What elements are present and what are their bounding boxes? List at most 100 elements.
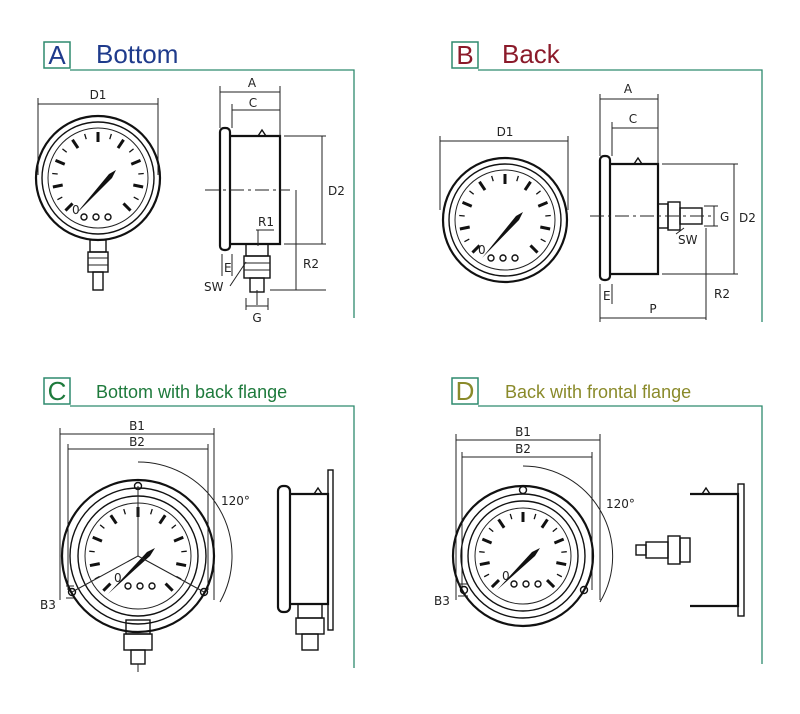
panel-c-letter: C: [48, 376, 67, 406]
dim-a-label-b: A: [624, 82, 633, 96]
dial-tick: [173, 535, 184, 543]
dial-tick: [128, 148, 134, 153]
dim-d2-label-b: D2: [739, 211, 756, 225]
dial-tick: [556, 561, 567, 567]
dim-r1-label: R1: [258, 215, 274, 229]
dial-tick: [99, 524, 105, 529]
dim-c-label-b: C: [629, 112, 637, 126]
dial-tick: [497, 518, 506, 529]
dial-tick: [478, 180, 487, 191]
gauge-d-zero-label: 0: [502, 569, 510, 583]
dial-tick: [459, 225, 470, 231]
dim-b3-label-d: B3: [434, 594, 450, 608]
dial-tick: [540, 518, 549, 529]
dim-c-label: C: [249, 96, 257, 110]
dial-tick: [89, 562, 101, 568]
gauge-b-side: A C D2 G SW R2 E P: [590, 82, 756, 322]
angle-label-d: 120°: [606, 497, 635, 511]
dial-tick: [92, 535, 103, 543]
dial-tick: [533, 513, 537, 520]
dial-tick: [54, 159, 66, 166]
dial-tick: [133, 196, 139, 201]
panel-b: B Back D1 0: [439, 39, 763, 322]
panel-b-letter-box: [451, 41, 479, 69]
panel-a-title: Bottom: [96, 39, 178, 69]
panel-d: D Back with frontal flange B1 B2 0 120°: [434, 376, 763, 664]
dial-tick: [64, 202, 74, 212]
gauge-d-side: [635, 483, 745, 617]
panel-a-frame: [70, 69, 355, 318]
dim-g-label-b: G: [720, 210, 729, 224]
dial-tick: [523, 180, 532, 191]
panel-a-letter: A: [48, 40, 66, 70]
gauge-d-front: 0 120° B3: [434, 465, 635, 628]
dial-tick: [479, 551, 485, 553]
gauge-c-front: 0 120° B3: [40, 461, 250, 672]
dial-tick: [464, 238, 470, 243]
dim-r2-label-b: R2: [714, 287, 730, 301]
dial-tick: [479, 561, 490, 567]
dial-tick: [556, 573, 563, 578]
dim-sw-label-b: SW: [678, 233, 698, 247]
dial-tick: [545, 578, 556, 589]
dial-tick: [109, 514, 118, 525]
dial-tick: [89, 550, 95, 553]
dial-tick: [181, 550, 187, 553]
dim-b2-label-c: B2: [129, 435, 145, 449]
panel-d-letter: D: [456, 376, 475, 406]
dial-tick: [488, 527, 494, 533]
dial-tick: [52, 183, 63, 189]
dial-tick: [133, 183, 144, 189]
dial-tick: [540, 225, 551, 231]
dial-tick: [158, 514, 167, 525]
dial-tick: [540, 238, 546, 243]
dim-e-label-a: E: [224, 261, 232, 275]
gauge-c-side: [276, 469, 334, 651]
dial-tick: [471, 244, 481, 254]
dial-tick: [516, 175, 519, 182]
d1-label-b: D1: [497, 125, 514, 139]
dial-tick: [535, 190, 541, 195]
panel-d-frame: [478, 405, 763, 664]
gauge-c-zero-label: 0: [114, 571, 122, 585]
dial-tick: [164, 582, 174, 592]
dial-tick: [490, 578, 501, 589]
dial-tick: [552, 527, 558, 533]
panel-a-letter-box: [43, 41, 71, 69]
dim-e-label-b: E: [603, 289, 611, 303]
dial-tick: [52, 172, 58, 175]
panel-c: C Bottom with back flange B1 B2 0: [40, 376, 355, 672]
dim-d2-label-a: D2: [328, 184, 345, 198]
dial-tick: [57, 196, 63, 201]
panel-b-title: Back: [502, 39, 561, 69]
panel-d-letter-box: [451, 377, 479, 405]
dial-tick: [509, 513, 513, 520]
dial-tick: [469, 190, 475, 195]
dial-tick: [122, 202, 132, 212]
gauge-a-side: A C D2 R1 R2 E SW G: [204, 76, 345, 325]
dim-b1-label-c: B1: [129, 419, 145, 433]
dim-b1-label-d: B1: [515, 425, 531, 439]
panel-c-letter-box: [43, 377, 71, 405]
dial-tick: [171, 524, 177, 529]
dim-a-label: A: [248, 76, 257, 90]
gauge-a-zero-label: 0: [72, 203, 80, 217]
panel-c-title: Bottom with back flange: [96, 382, 287, 402]
dim-g-label-a: G: [252, 311, 261, 325]
dial-tick: [491, 175, 494, 182]
dial-tick: [123, 508, 126, 515]
dial-tick: [109, 133, 112, 140]
dial-tick: [545, 214, 551, 217]
gauge-b-zero-label: 0: [478, 243, 486, 257]
gauge-a-front: 0: [34, 114, 162, 291]
panel-d-title: Back with frontal flange: [505, 382, 691, 402]
panel-b-frame: [478, 69, 763, 322]
dial-tick: [459, 214, 465, 217]
panel-a: A Bottom D1 0: [34, 39, 355, 325]
dial-tick: [71, 138, 80, 149]
dial-tick: [62, 148, 68, 153]
dial-tick: [116, 138, 125, 149]
panel-b-letter: B: [456, 40, 473, 70]
